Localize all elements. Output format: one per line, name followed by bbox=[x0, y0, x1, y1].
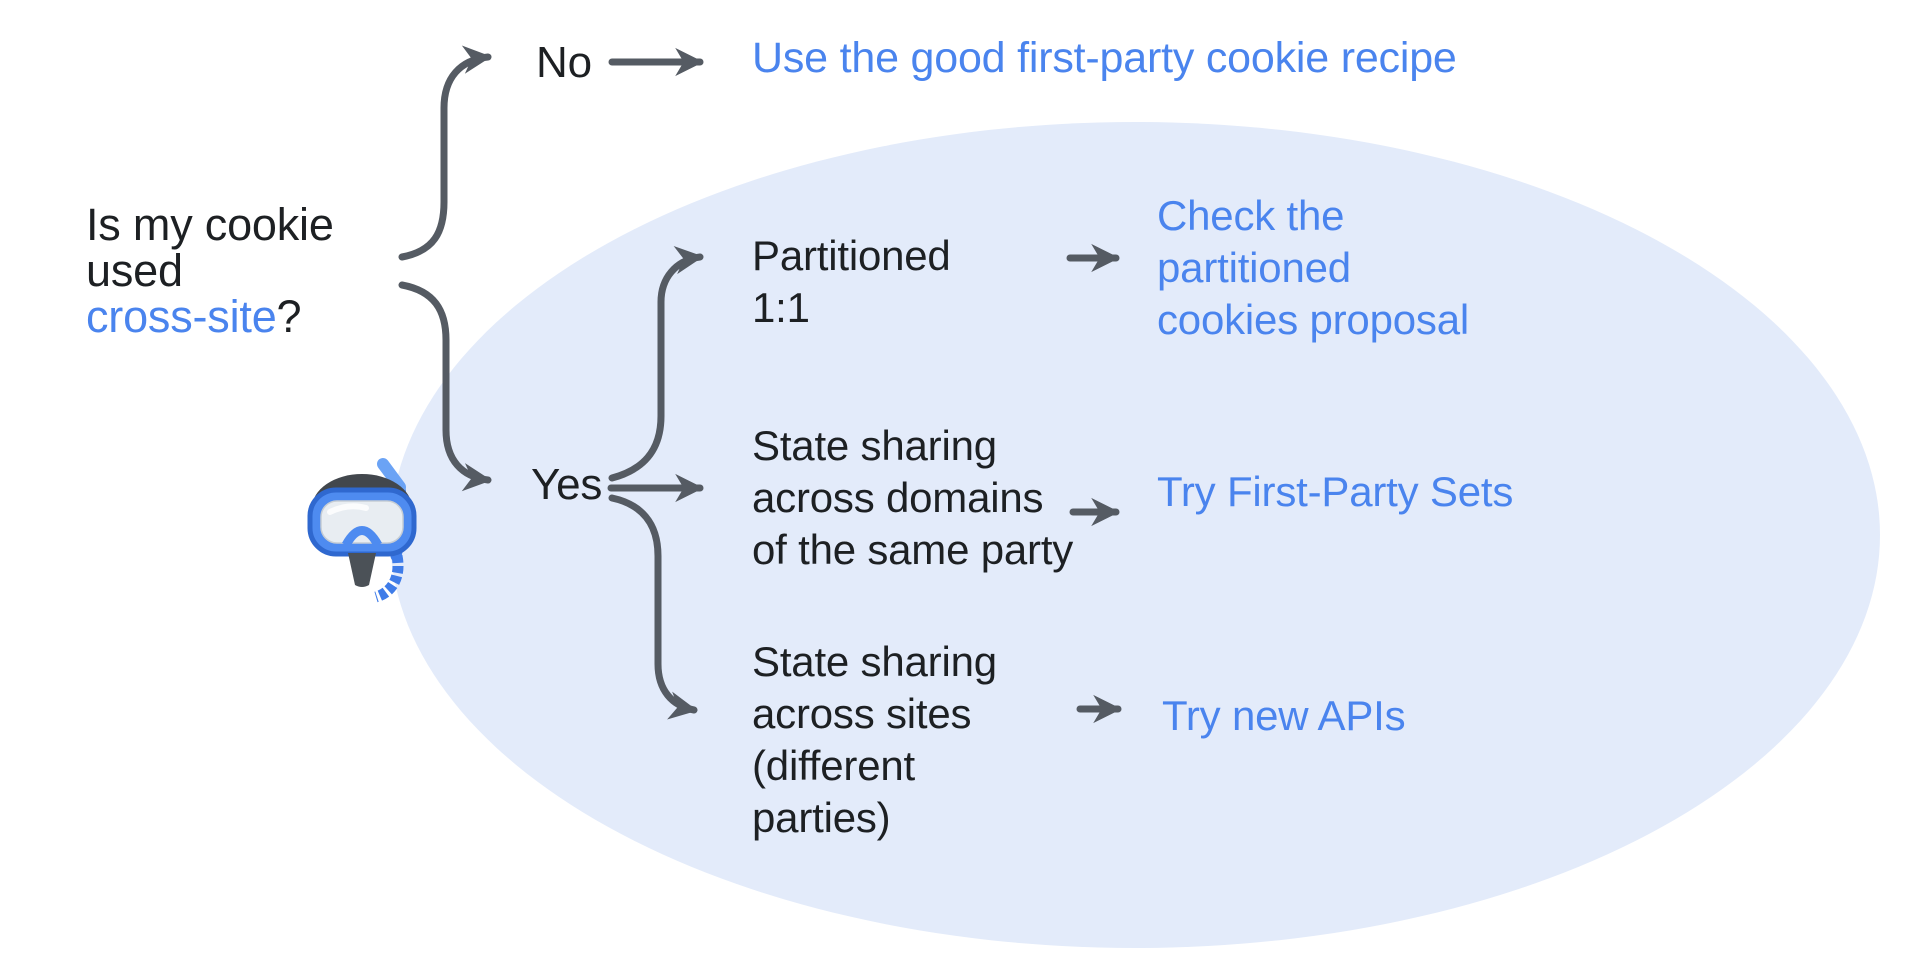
diving-mask-emoji bbox=[307, 458, 417, 603]
condition-state-sharing-sites: State sharing across sites (different pa… bbox=[752, 638, 997, 841]
new-apis-link[interactable]: Try new APIs bbox=[1162, 692, 1406, 739]
condition-state-sharing-domains: State sharing across domains of the same… bbox=[752, 422, 1074, 573]
question-line2: used bbox=[86, 245, 183, 296]
arrow-question-to-no bbox=[398, 45, 492, 261]
branch-label-yes: Yes bbox=[531, 460, 603, 509]
condition-partitioned-1-1: Partitioned 1:1 bbox=[752, 232, 951, 331]
yes-branch-highlight-ellipse bbox=[390, 122, 1880, 948]
question-suffix: ? bbox=[276, 291, 302, 342]
arrow-yes-to-partitioned bbox=[608, 246, 704, 482]
branch-label-no: No bbox=[536, 38, 592, 87]
arrow-question-to-yes bbox=[398, 281, 492, 492]
partitioned-cookies-proposal-link[interactable]: Check the partitioned cookies proposal bbox=[1157, 192, 1469, 343]
no-result-link[interactable]: Use the good first-party cookie recipe bbox=[752, 34, 1457, 82]
cross-site-link[interactable]: cross-site bbox=[86, 291, 277, 342]
question-line1: Is my cookie bbox=[86, 199, 334, 250]
arrow-yes-to-state-sharing-sites bbox=[608, 494, 698, 720]
first-party-sets-link[interactable]: Try First-Party Sets bbox=[1157, 468, 1514, 515]
question-text: Is my cookie used cross-site? bbox=[86, 202, 334, 340]
